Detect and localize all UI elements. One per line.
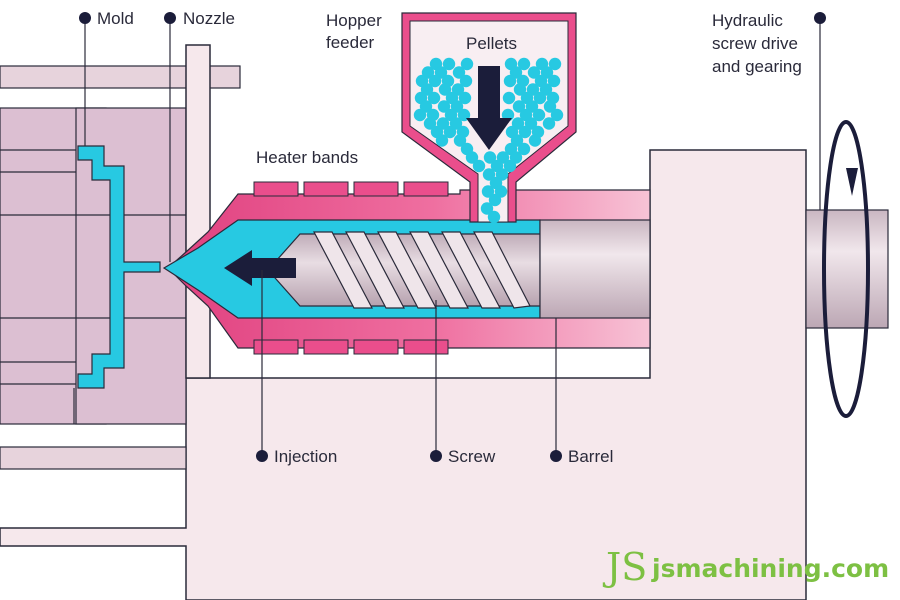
pellet bbox=[488, 193, 502, 207]
rotation-arrow bbox=[822, 120, 870, 418]
pellet bbox=[517, 57, 531, 71]
pellet bbox=[427, 91, 441, 105]
label-hydraulic-1: Hydraulic bbox=[712, 11, 783, 30]
pellet bbox=[452, 66, 466, 79]
pellet bbox=[518, 125, 532, 139]
pellet bbox=[512, 100, 526, 113]
watermark: JS jsmachining.com bbox=[602, 545, 889, 589]
label-pellets: Pellets bbox=[466, 34, 517, 53]
pellet bbox=[550, 108, 564, 122]
pellet bbox=[465, 151, 479, 164]
pellet bbox=[435, 134, 449, 147]
heater-bands bbox=[253, 181, 449, 355]
label-mold: Mold bbox=[97, 9, 134, 28]
pellet bbox=[547, 74, 561, 88]
pellet bbox=[483, 151, 497, 164]
pellet bbox=[460, 57, 474, 71]
label-hopper-1: Hopper bbox=[326, 11, 382, 30]
tie-bars bbox=[0, 65, 241, 470]
pellet bbox=[532, 108, 546, 122]
pellet bbox=[533, 91, 547, 105]
pellet bbox=[503, 74, 517, 88]
label-markers bbox=[79, 12, 826, 462]
pellet bbox=[517, 142, 531, 156]
pellet bbox=[543, 100, 557, 113]
pellet bbox=[438, 83, 452, 96]
pellet bbox=[528, 134, 542, 147]
pellet bbox=[482, 168, 496, 181]
pellet bbox=[542, 117, 556, 130]
pellet bbox=[503, 159, 517, 173]
drive-shaft bbox=[539, 209, 889, 329]
pellet bbox=[481, 185, 495, 198]
pellet bbox=[428, 74, 442, 88]
screw bbox=[267, 231, 541, 309]
label-hydraulic-3: and gearing bbox=[712, 57, 802, 76]
label-barrel: Barrel bbox=[568, 447, 613, 466]
pellet bbox=[442, 57, 456, 71]
label-hopper-2: feeder bbox=[326, 33, 375, 52]
watermark-logo: JS bbox=[602, 545, 647, 589]
pellet bbox=[459, 74, 473, 88]
pellet bbox=[453, 134, 467, 147]
pellet bbox=[527, 66, 541, 79]
pellet bbox=[443, 125, 457, 139]
mold-cavity bbox=[77, 145, 161, 389]
pellet bbox=[423, 117, 437, 130]
watermark-site: jsmachining.com bbox=[651, 554, 889, 583]
pellet bbox=[472, 159, 486, 173]
pellet bbox=[480, 202, 494, 215]
pellet bbox=[548, 57, 562, 71]
injection-arrow bbox=[224, 250, 296, 286]
pellet-feed-arrow bbox=[466, 66, 512, 150]
label-injection: Injection bbox=[274, 447, 337, 466]
label-nozzle: Nozzle bbox=[183, 9, 235, 28]
platen bbox=[185, 44, 211, 379]
label-heater-bands: Heater bands bbox=[256, 148, 358, 167]
pellet bbox=[413, 108, 427, 122]
pellet bbox=[487, 210, 501, 224]
pellet bbox=[502, 91, 516, 105]
leader-lines bbox=[73, 18, 821, 456]
label-hydraulic-2: screw drive bbox=[712, 34, 798, 53]
label-screw: Screw bbox=[448, 447, 496, 466]
pellet bbox=[513, 83, 527, 96]
pellet bbox=[437, 100, 451, 113]
pellet bbox=[458, 91, 472, 105]
